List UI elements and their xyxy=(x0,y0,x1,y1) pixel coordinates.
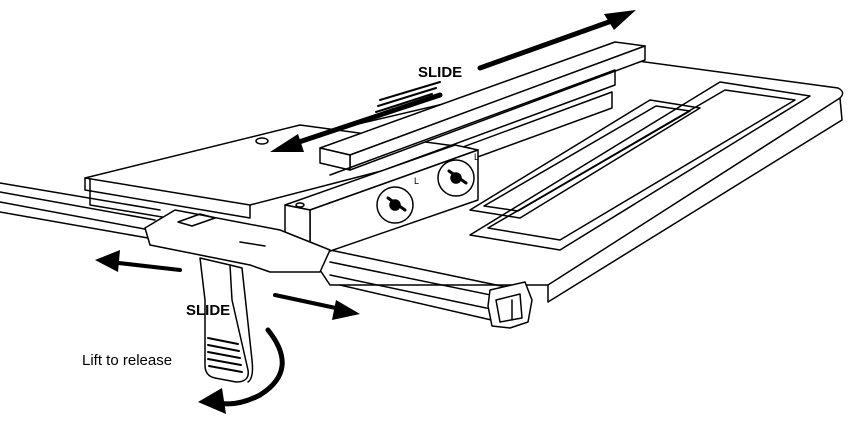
slide-arrow-top-head-left xyxy=(270,134,304,152)
table-hole xyxy=(255,137,269,145)
lever-grip-5 xyxy=(208,365,243,373)
rail-end-slot xyxy=(495,293,523,323)
lock-knob-right-lever xyxy=(447,169,468,185)
lever-handle xyxy=(199,257,249,383)
channel-2-inner xyxy=(483,105,691,212)
lock-label-left: L xyxy=(414,176,420,186)
left-rail-4 xyxy=(0,211,149,239)
carriage-hole xyxy=(295,202,305,208)
slide-arrow-bottom-shaft-right xyxy=(273,293,347,312)
left-rail-2 xyxy=(0,191,156,221)
slide-arrow-bottom-shaft-left xyxy=(108,260,182,272)
front-rail-2 xyxy=(329,261,516,301)
slide-arrow-top-shaft-left xyxy=(287,92,443,148)
lift-to-release-label: Lift to release xyxy=(82,352,173,369)
slide-arrow-top-head-right xyxy=(604,10,636,30)
release-arrow-head xyxy=(198,388,226,414)
clamp-bracket-slot xyxy=(177,213,216,227)
left-table-edge xyxy=(84,177,251,219)
clamp-bracket-slot-2 xyxy=(239,241,266,247)
left-rail-3 xyxy=(0,201,151,231)
lock-label-right: L xyxy=(474,152,480,162)
base-plate-edge xyxy=(547,97,843,303)
lever-grip-4 xyxy=(207,358,242,366)
lever-grip-2 xyxy=(207,344,240,352)
slide-label-bottom: SLIDE xyxy=(186,302,231,319)
front-rail-4 xyxy=(339,284,501,323)
fence-lower-rail xyxy=(329,69,616,191)
left-rail-1 xyxy=(0,182,161,211)
release-arrow-curve xyxy=(212,327,285,407)
channel-1 xyxy=(469,81,811,251)
slide-arrow-top-shaft-right xyxy=(477,15,623,71)
slide-arrow-bottom-head-left xyxy=(95,250,120,272)
slide-arrow-bottom-head-right xyxy=(332,300,360,320)
slide-arrow-top-hatch xyxy=(375,81,441,113)
front-rail-3 xyxy=(329,274,506,313)
lock-knob-left-lever xyxy=(386,196,407,212)
fence-side xyxy=(319,147,351,171)
lever-grip-1 xyxy=(207,337,239,345)
rail-end-profile xyxy=(487,281,533,329)
slide-label-top: SLIDE xyxy=(418,64,463,81)
channel-2 xyxy=(469,99,701,219)
lever-handle-edge xyxy=(229,264,254,383)
front-rail-1 xyxy=(329,249,521,291)
fence-lower-rail-2 xyxy=(359,91,613,201)
lever-grip-3 xyxy=(207,351,241,359)
